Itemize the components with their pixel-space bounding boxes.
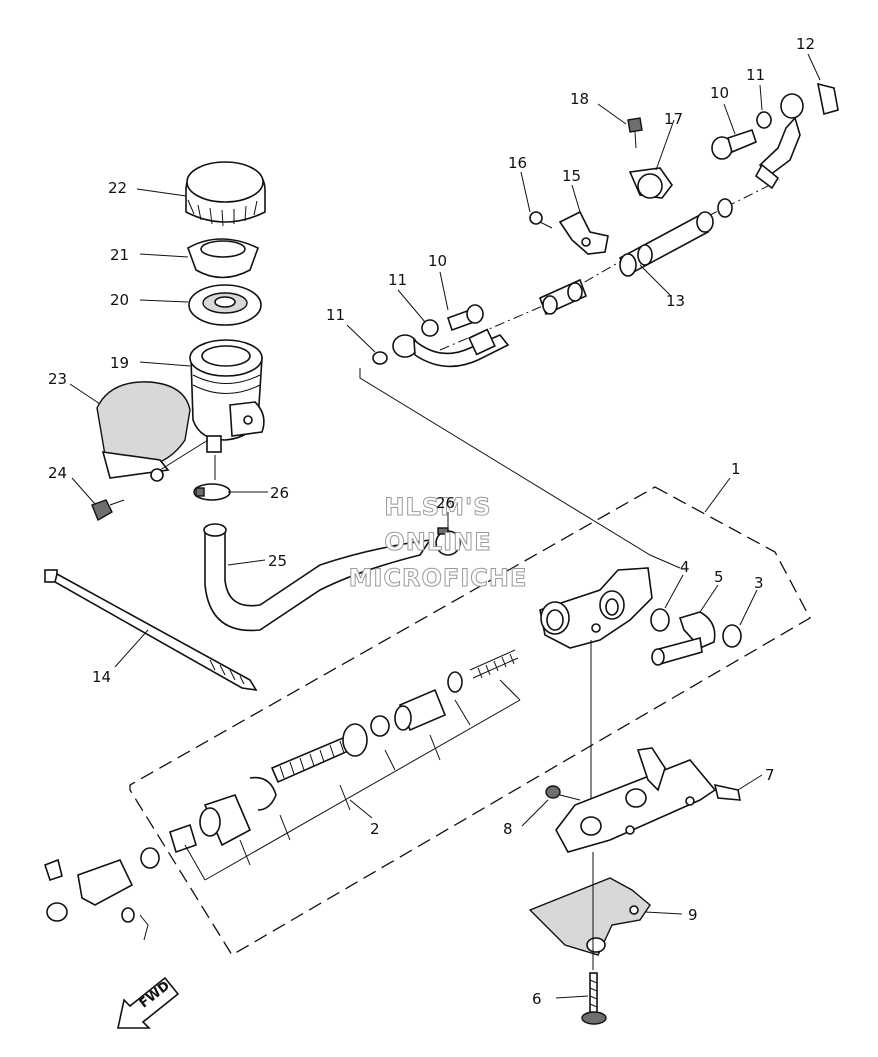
callout-5: 5 [714, 568, 724, 586]
union-bolt-right [711, 128, 757, 160]
piston-kit-bracket [184, 679, 521, 881]
callout-25: 25 [268, 552, 287, 570]
callout-11-mid: 11 [388, 271, 407, 289]
hose-clip-right [816, 82, 839, 116]
callout-23: 23 [48, 370, 67, 388]
diaphragm-holder [187, 238, 260, 279]
hose-joint [651, 611, 716, 666]
clevis-group [43, 858, 149, 941]
reservoir-cover [96, 381, 191, 482]
reservoir-hose [203, 523, 432, 632]
washer-right [756, 111, 772, 129]
callout-11-right: 11 [746, 66, 765, 84]
master-cylinder-body [539, 567, 653, 649]
callout-6: 6 [532, 990, 542, 1008]
heel-plate [528, 877, 651, 956]
hose-clamp [628, 167, 673, 199]
callout-2: 2 [370, 820, 380, 838]
callout-13: 13 [666, 292, 685, 310]
diaphragm [188, 284, 262, 326]
forward-arrow: FWD [117, 976, 180, 1029]
callout-4: 4 [680, 558, 690, 576]
hose-banjo-right [754, 93, 804, 190]
cover-bolt [91, 499, 125, 522]
assembly-1-outline [129, 486, 811, 956]
callout-24: 24 [48, 464, 67, 482]
callout-22: 22 [108, 179, 127, 197]
watermark: HLSM'S ONLINE MICROFICHE [348, 493, 528, 593]
hose-middle [538, 278, 588, 316]
hose-clip-lower [435, 527, 461, 556]
callout-14: 14 [92, 668, 111, 686]
callout-16: 16 [508, 154, 527, 172]
watermark-line-2: ONLINE [384, 528, 491, 556]
callout-3: 3 [754, 574, 764, 592]
callouts: 1 2 3 4 5 6 7 8 9 10 10 11 11 11 12 13 1… [48, 35, 815, 1008]
callout-1: 1 [731, 460, 741, 478]
callout-19: 19 [110, 354, 129, 372]
callout-26-lower: 26 [270, 484, 289, 502]
o-ring [650, 608, 670, 632]
watermark-line-1: HLSM'S [384, 493, 491, 521]
callout-21: 21 [110, 246, 129, 264]
clamp-bolt [627, 117, 643, 149]
circlip [722, 624, 742, 648]
union-bolt-left [446, 304, 484, 332]
callout-12: 12 [796, 35, 815, 53]
callout-7: 7 [765, 766, 775, 784]
callout-10-left: 10 [428, 252, 447, 270]
callout-leaders [69, 53, 821, 999]
watermark-line-3: MICROFICHE [349, 564, 528, 592]
callout-18: 18 [570, 90, 589, 108]
cable-tie [44, 569, 258, 692]
callout-8: 8 [503, 820, 513, 838]
hose-clip-upper [193, 483, 231, 501]
reservoir-cap [185, 161, 266, 227]
plate-bolt [581, 972, 607, 1025]
callout-20: 20 [110, 291, 129, 309]
callout-10-right: 10 [710, 84, 729, 102]
reservoir-leader-lines [159, 439, 216, 480]
bracket-screw [529, 211, 553, 229]
washer-mid [421, 319, 439, 337]
hose-bracket [558, 210, 609, 255]
brake-hose [618, 198, 733, 277]
callout-9: 9 [688, 906, 698, 924]
piston-kit [140, 649, 519, 869]
mount-bracket [555, 747, 741, 853]
hose-banjo-left [392, 328, 510, 368]
washer-left [372, 351, 388, 365]
callout-11-left: 11 [326, 306, 345, 324]
hose-to-cylinder-leader [359, 368, 681, 569]
callout-17: 17 [664, 110, 683, 128]
callout-15: 15 [562, 167, 581, 185]
callout-26-upper: 26 [436, 494, 455, 512]
bracket-bolt [545, 785, 581, 801]
reservoir-body [189, 339, 265, 453]
